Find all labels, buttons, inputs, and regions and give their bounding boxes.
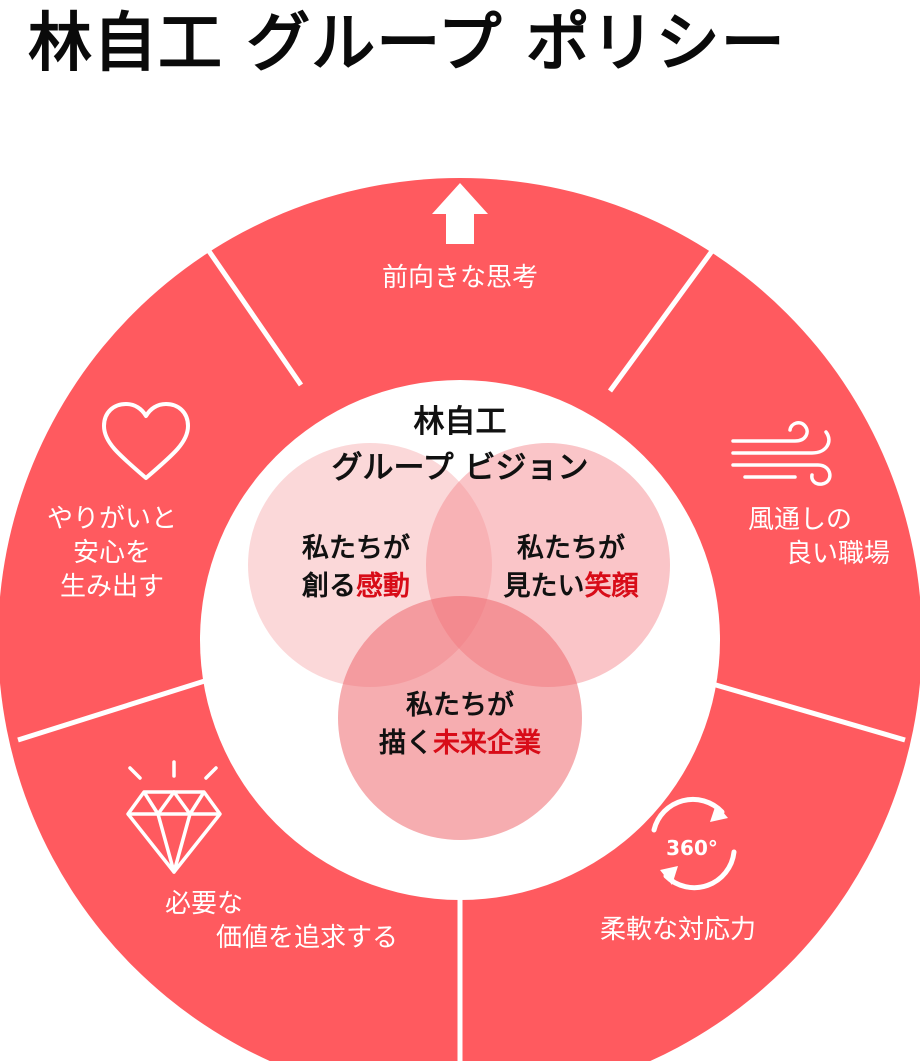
segment-left-label-line2: 安心を (73, 538, 151, 568)
diamond-icon (126, 790, 222, 874)
segment-bottom-right-label: 柔軟な対応力 (600, 915, 756, 945)
segment-right-label-line2: 良い職場 (786, 539, 890, 569)
sparkle-lines-icon (128, 760, 218, 780)
venn-right-prefix: 見たい (504, 571, 585, 602)
segment-forward-thinking: 前向きな思考 (382, 183, 538, 293)
venn-right-line2: 見たい笑顔 (504, 570, 640, 602)
heart-icon (102, 402, 190, 480)
segment-bottom-left-label-line2: 価値を追求する (216, 923, 398, 953)
center-title-line1: 林自工 (414, 404, 507, 440)
divider-2 (607, 223, 734, 393)
venn-left-line1: 私たちが (302, 532, 410, 564)
rotate-360-icon: 360° (651, 796, 737, 891)
segment-value-pursuit: 必要な 価値を追求する (126, 760, 398, 953)
venn-bottom-line1: 私たちが (406, 689, 514, 721)
page-title: 林自工 グループ ポリシー (28, 7, 786, 81)
segment-open-workplace: 風通しの 良い職場 (731, 421, 890, 569)
venn-right-line1: 私たちが (517, 532, 625, 564)
venn-label-right: 私たちが 見たい笑顔 (504, 532, 640, 602)
divider-5 (17, 676, 212, 743)
segment-dividers (17, 223, 906, 1061)
venn-circle-bottom (338, 596, 582, 840)
venn-bottom-highlight: 未来企業 (433, 727, 541, 759)
segment-bottom-left-label-line1: 必要な (165, 889, 243, 919)
segment-top-label: 前向きな思考 (382, 263, 538, 293)
segment-right-label-line1: 風通しの (748, 505, 852, 535)
venn-left-line2: 創る感動 (302, 570, 410, 602)
venn-left-highlight: 感動 (356, 570, 410, 602)
divider-3 (708, 680, 906, 743)
segment-left-label-line1: やりがいと (47, 504, 177, 534)
arrow-up-icon (432, 183, 488, 244)
venn-label-bottom: 私たちが 描く未来企業 (379, 689, 541, 759)
divider-1 (188, 223, 304, 387)
segment-flexible-response: 360° 柔軟な対応力 (600, 796, 756, 945)
venn-right-highlight: 笑顔 (585, 570, 640, 602)
venn-label-left: 私たちが 創る感動 (302, 532, 410, 602)
wind-icon (731, 421, 832, 486)
segment-left-label-line3: 生み出す (60, 572, 164, 602)
center-title-line2: グループ ビジョン (332, 450, 589, 486)
venn-bottom-prefix: 描く (379, 728, 433, 759)
venn-left-prefix: 創る (302, 571, 356, 602)
segment-fulfillment: やりがいと 安心を 生み出す (47, 402, 190, 602)
venn-bottom-line2: 描く未来企業 (379, 727, 541, 759)
rotate-360-icon-text: 360° (666, 836, 718, 860)
